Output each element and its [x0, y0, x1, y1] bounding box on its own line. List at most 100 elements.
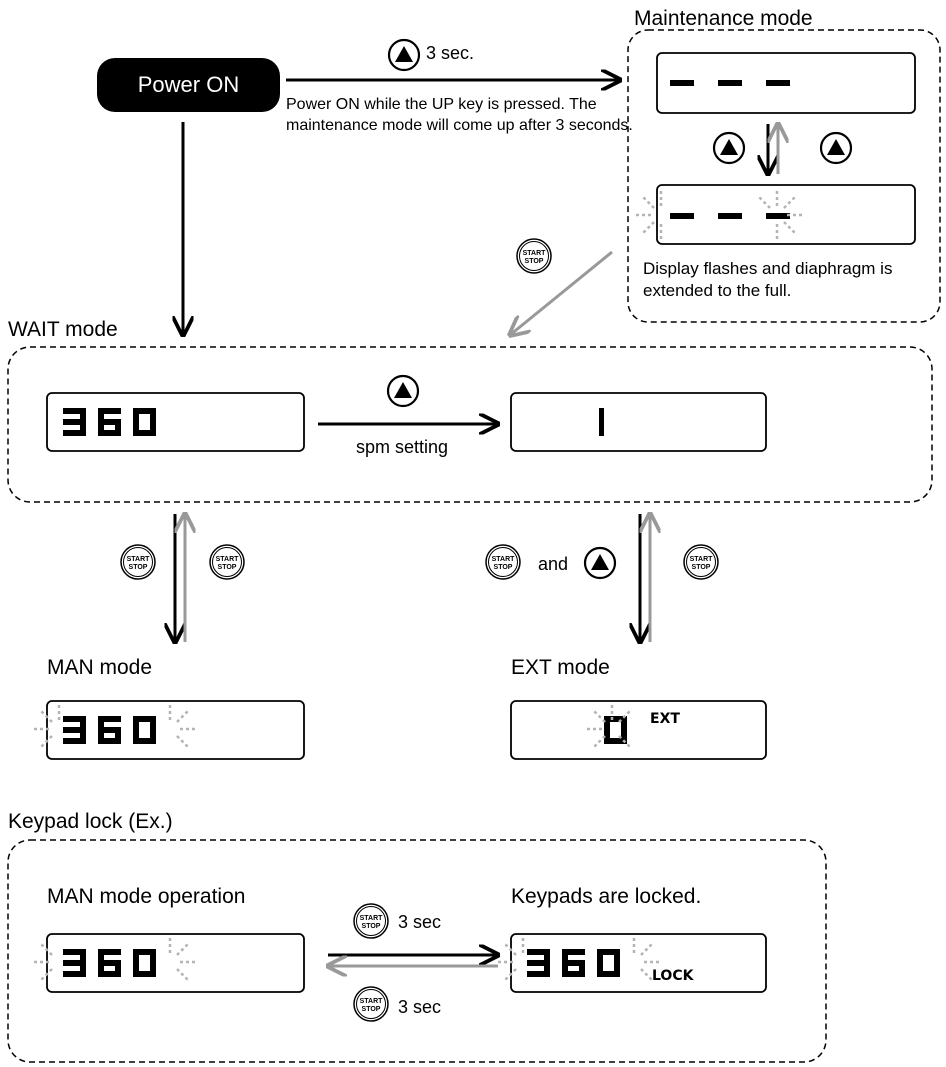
maintenance-hold-time: 3 sec. [426, 43, 475, 63]
digit-segment [63, 960, 86, 966]
digit-segment [80, 963, 86, 977]
flash-ray [592, 735, 606, 749]
digit-segment [527, 960, 550, 966]
flash-ray [503, 942, 517, 956]
digit-segment [98, 430, 121, 436]
lock-hold-time: 3 sec [398, 912, 442, 932]
digit-segment [562, 960, 585, 966]
digit-segment [604, 730, 610, 744]
digit-segment [133, 963, 139, 977]
digit-segment [562, 949, 568, 963]
flashing-indicator [497, 938, 525, 982]
digit-segment [604, 716, 610, 730]
keypad-lock-title: Keypad lock (Ex.) [8, 810, 173, 833]
start-key-text: START [523, 250, 547, 257]
digit-segment [98, 408, 121, 414]
digit-segment [115, 422, 121, 436]
up-triangle-button-icon [712, 131, 746, 165]
maintenance-mode-title: Maintenance mode [634, 7, 813, 30]
stop-key-text: STOP [129, 564, 148, 571]
digit-segment [599, 408, 604, 422]
ext-display [510, 700, 767, 760]
digit-segment [133, 430, 156, 436]
digit-segment [150, 422, 156, 436]
digit-segment [150, 730, 156, 744]
digit-segment [98, 408, 104, 422]
digit-segment [133, 730, 139, 744]
digit-segment [133, 971, 156, 977]
digit-segment [562, 949, 585, 955]
digit-segment [115, 963, 121, 977]
dash-segment [718, 80, 742, 86]
stop-key-text: STOP [362, 923, 381, 930]
digit-segment [133, 408, 139, 422]
digit-segment [115, 730, 121, 744]
digit-segment [80, 949, 86, 963]
digit-segment [614, 963, 620, 977]
digit-segment [63, 419, 86, 425]
digit-segment [133, 716, 156, 722]
digit-segment [604, 716, 627, 722]
digit-segment [63, 430, 86, 436]
man-mode-operation-label: MAN mode operation [47, 885, 246, 908]
ext-key-joiner: and [538, 554, 569, 574]
flash-ray [176, 735, 190, 749]
digit-segment [63, 408, 86, 414]
start-key-text: START [127, 556, 151, 563]
digit-segment [98, 738, 121, 744]
flash-ray [39, 709, 53, 723]
digit-segment [98, 422, 104, 436]
flashing-indicator [757, 191, 803, 239]
up-triangle-button-icon [819, 131, 853, 165]
arrow-maintenance-to-wait [510, 250, 613, 335]
power-on-node: Power ON [97, 58, 280, 112]
flash-ray [592, 709, 606, 723]
digit-segment [63, 727, 86, 733]
digit-segment [597, 963, 603, 977]
digit-segment [579, 963, 585, 977]
up-triangle-button-icon [583, 546, 617, 580]
power-on-label: Power ON [137, 72, 240, 97]
digit-segment [63, 971, 86, 977]
digit-segment [527, 971, 550, 977]
start-key-text: START [690, 556, 714, 563]
flash-ray [618, 735, 632, 749]
flashing-indicator [168, 938, 196, 982]
digit-segment [80, 716, 86, 730]
stop-key-text: STOP [218, 564, 237, 571]
flash-ray [641, 195, 655, 209]
digit-segment [98, 716, 121, 722]
digit-segment [98, 949, 104, 963]
wait-left-digits [63, 408, 156, 436]
digit-segment [150, 949, 156, 963]
digit-segment [621, 730, 627, 744]
maintenance-bottom-dashes [670, 213, 790, 219]
digit-segment [98, 727, 121, 733]
flash-ray [176, 942, 190, 956]
digit-segment [98, 949, 121, 955]
digit-segment [63, 716, 86, 722]
digit-segment [544, 949, 550, 963]
digit-segment [133, 738, 156, 744]
wait-display-left [46, 392, 305, 452]
digit-segment [98, 419, 121, 425]
flashing-indicator [586, 705, 632, 749]
digit-segment [133, 949, 156, 955]
flash-ray [39, 968, 53, 982]
unlock-hold-time: 3 sec [398, 997, 442, 1017]
maintenance-note: Display flashes and diaphragm is extende… [643, 259, 893, 300]
stop-key-text: STOP [494, 564, 513, 571]
flash-ray [176, 709, 190, 723]
maintenance-mode-group [627, 29, 941, 323]
flash-ray [503, 968, 517, 982]
digit-segment [133, 716, 139, 730]
digit-segment [562, 963, 568, 977]
flash-ray [176, 968, 190, 982]
flash-ray [641, 221, 655, 235]
stop-key-text: STOP [692, 564, 711, 571]
